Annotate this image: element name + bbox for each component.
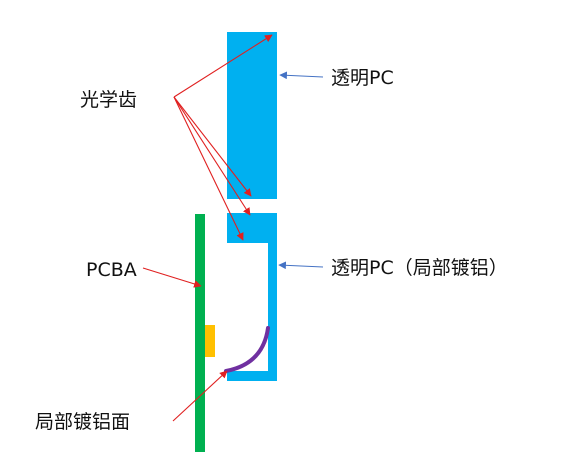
pcba-board	[195, 214, 205, 452]
upper-transparent-pc-block	[227, 32, 277, 199]
pcba-component	[205, 325, 215, 357]
arrow-to-lower-tooth-top	[173, 96, 251, 216]
arrow-to-lower-tooth-bottom	[173, 96, 244, 241]
arrow-to-upper-tooth-top	[173, 34, 273, 98]
aluminized-surface-arrow	[172, 370, 228, 422]
arrow-to-upper-tooth-bottom	[173, 96, 252, 197]
transparent-pc-arrow	[279, 71, 324, 80]
optical-teeth-arrows	[173, 34, 273, 241]
partial-aluminized-surface-label: 局部镀铝面	[35, 411, 130, 433]
transparent-pc-aluminized-label: 透明PC（局部镀铝）	[331, 257, 508, 279]
transparent-pc-aluminized-arrow	[278, 261, 324, 270]
pcba-arrow	[142, 267, 202, 288]
transparent-pc-label: 透明PC	[331, 67, 394, 89]
optical-teeth-label: 光学齿	[80, 89, 137, 111]
aluminized-curved-surface	[224, 326, 270, 373]
lower-transparent-pc-part	[227, 213, 277, 381]
pcba-label: PCBA	[86, 259, 137, 281]
